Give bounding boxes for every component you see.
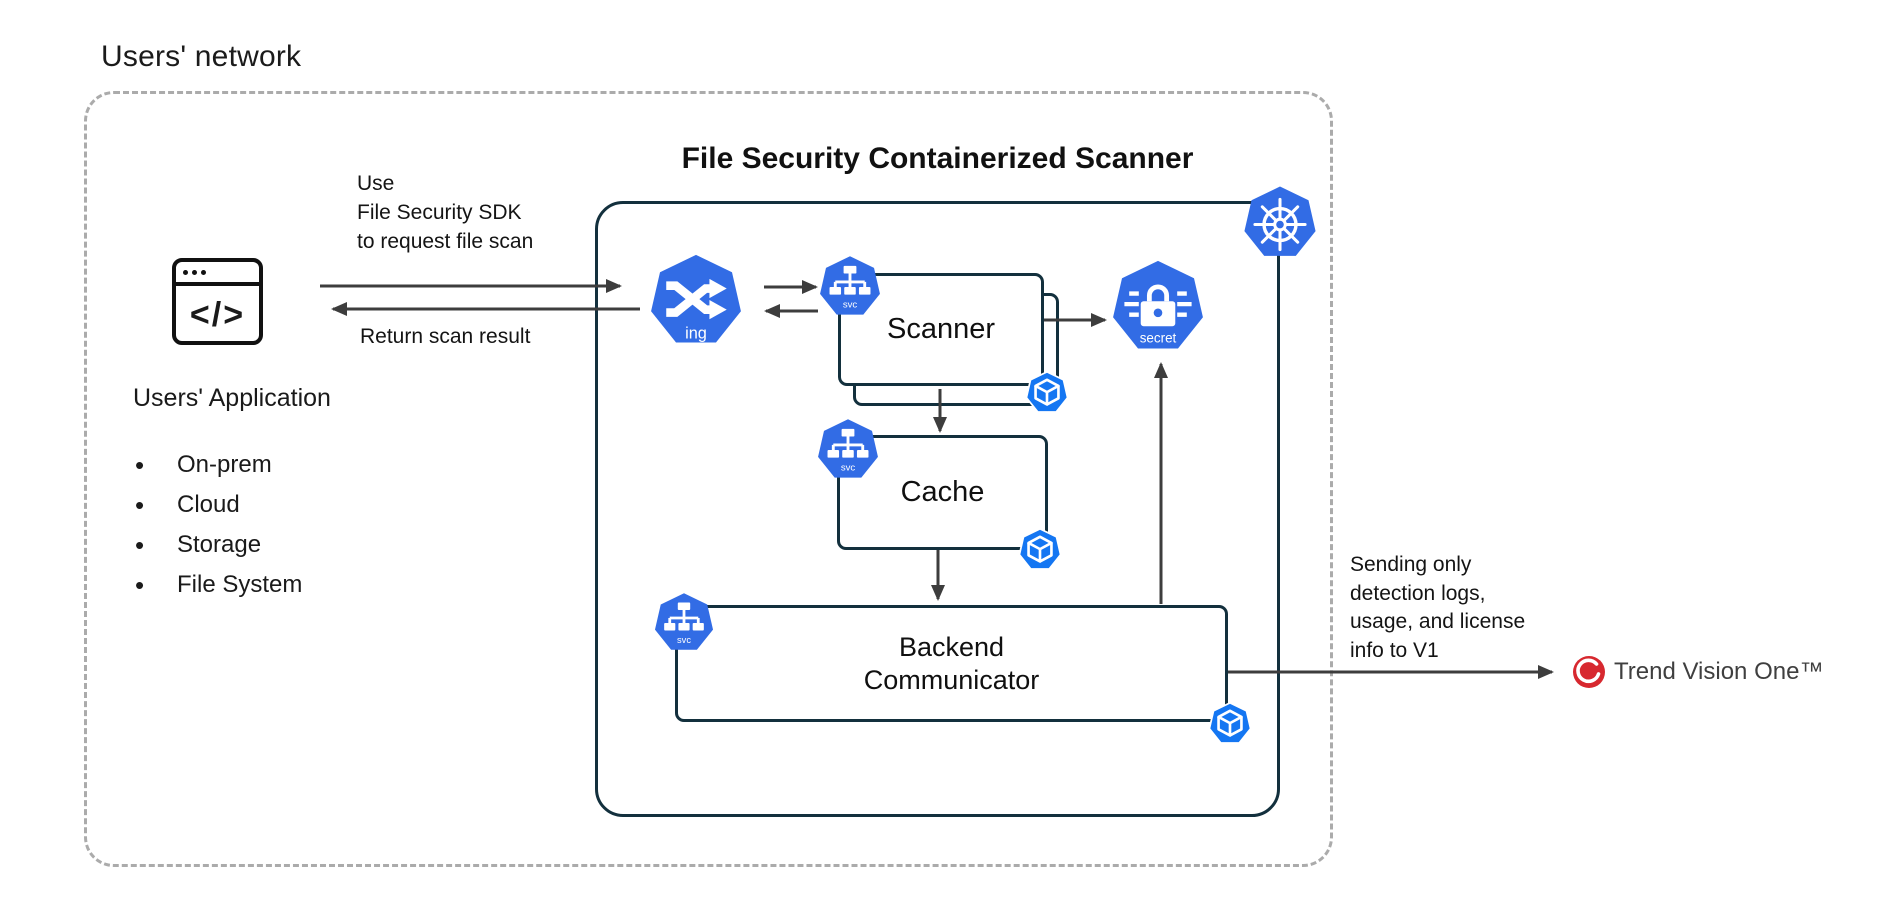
list-item: Storage [135,530,302,570]
sending-annotation-line: usage, and license [1350,610,1526,633]
users-network-boundary [84,91,1333,867]
browser-dot [183,269,188,275]
sending-annotation-line: Sending only [1350,553,1472,576]
secret-label: secret [1140,331,1177,346]
cache-label: Cache [900,476,985,508]
scanner-box: Scanner [838,273,1044,386]
service-label: svc [843,299,858,310]
service-label: svc [841,462,856,473]
k8s-service-icon-backend: svc [654,593,714,650]
k8s-pod-icon-scanner [1025,371,1069,413]
request-annotation-line: File Security SDK [357,201,522,224]
users-application-label: Users' Application [133,384,331,412]
k8s-ingress-icon: ing [651,254,741,343]
trend-vision-one-label: Trend Vision One™ [1614,658,1824,685]
ingress-label: ing [685,324,707,342]
request-annotation: Use File Security SDK to request file sc… [357,169,533,256]
trend-micro-logo [1573,656,1605,688]
service-label: svc [677,635,691,645]
browser-dot [192,269,197,275]
scanner-container-title: File Security Containerized Scanner [681,142,1194,175]
kubernetes-icon [1244,186,1316,256]
k8s-service-icon-scanner: svc [820,256,880,315]
browser-dot [201,269,206,275]
request-annotation-line: to request file scan [357,230,534,253]
list-item: File System [135,570,302,610]
k8s-secret-icon: secret [1113,260,1203,349]
k8s-pod-icon-backend [1208,702,1252,744]
list-item: Cloud [135,490,302,530]
sending-annotation-line: detection logs, [1350,581,1486,605]
sending-annotation-line: info to V1 [1350,638,1439,662]
request-annotation-line: Use [357,172,395,195]
k8s-pod-icon-cache [1018,528,1062,570]
list-item: On-prem [135,450,302,490]
users-network-label: Users' network [101,40,302,73]
browser-titlebar [176,262,259,286]
deployment-options-list: On-prem Cloud Storage File System [135,450,302,610]
return-annotation: Return scan result [360,325,531,348]
scanner-label: Scanner [886,313,995,345]
code-glyph: </> [189,296,246,334]
backend-communicator-box: Backend Communicator [675,605,1228,722]
backend-label-line1: Backend [898,631,1005,662]
backend-label-line2: Communicator [863,664,1040,695]
sending-annotation: Sending only detection logs, usage, and … [1350,551,1525,665]
k8s-service-icon-cache: svc [818,419,878,478]
containerized-scanner-boundary [595,201,1280,817]
code-browser-icon: </> [172,258,263,345]
